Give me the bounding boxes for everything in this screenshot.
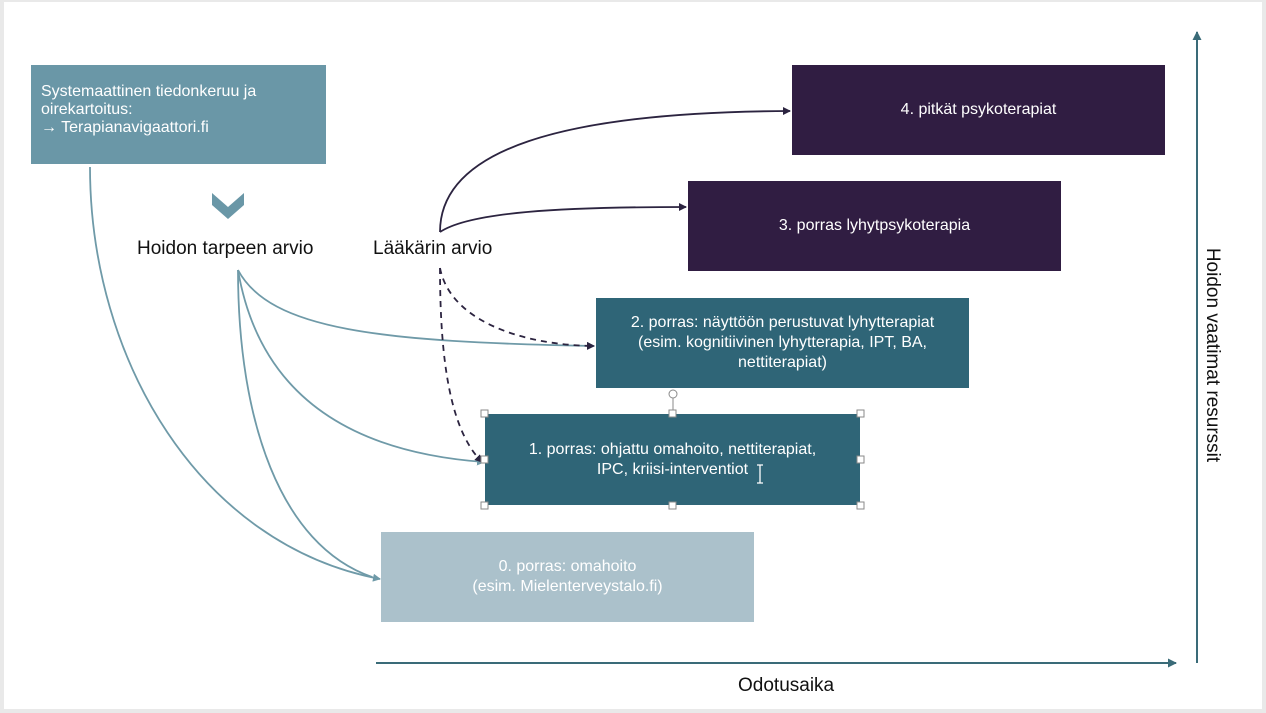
data-collection-box[interactable]: Systemaattinen tiedonkeruu ja oirekartoi… bbox=[31, 65, 326, 164]
resize-handle-tl[interactable] bbox=[480, 409, 489, 418]
step0-box[interactable]: 0. porras: omahoito (esim. Mielenterveys… bbox=[381, 532, 754, 622]
resize-handle-bl[interactable] bbox=[480, 501, 489, 510]
doctor-assessment-label: Lääkärin arvio bbox=[373, 238, 493, 259]
connector-doctor-to-step3 bbox=[439, 203, 687, 233]
resize-handle-tm[interactable] bbox=[668, 409, 677, 418]
step3-box[interactable]: 3. porras lyhytpsykoterapia bbox=[688, 181, 1061, 271]
step2-box[interactable]: 2. porras: näyttöön perustuvat lyhyttera… bbox=[596, 298, 969, 388]
step4-box[interactable]: 4. pitkät psykoterapiat bbox=[792, 65, 1165, 155]
connector-data-to-step0 bbox=[89, 166, 381, 582]
resize-handle-br[interactable] bbox=[856, 501, 865, 510]
connector-need-to-step1 bbox=[237, 269, 485, 466]
connector-doctor-to-step2-dashed bbox=[439, 267, 595, 350]
need-assessment-label: Hoidon tarpeen arvio bbox=[137, 238, 314, 259]
x-axis-label: Odotusaika bbox=[738, 675, 835, 696]
connector-need-to-step0 bbox=[237, 269, 373, 578]
rotate-handle-icon[interactable] bbox=[668, 389, 678, 399]
text-cursor-icon bbox=[757, 464, 763, 484]
connector-doctor-to-step4 bbox=[439, 107, 791, 233]
connector-doctor-to-step1-dashed bbox=[439, 267, 483, 463]
resize-handle-bm[interactable] bbox=[668, 501, 677, 510]
step1-box[interactable]: 1. porras: ohjattu omahoito, nettiterapi… bbox=[485, 414, 860, 505]
chevron-down-icon bbox=[212, 193, 244, 219]
resize-handle-tr[interactable] bbox=[856, 409, 865, 418]
resize-handle-ml[interactable] bbox=[480, 455, 489, 464]
resize-handle-mr[interactable] bbox=[856, 455, 865, 464]
connector-need-to-step2 bbox=[237, 269, 595, 350]
